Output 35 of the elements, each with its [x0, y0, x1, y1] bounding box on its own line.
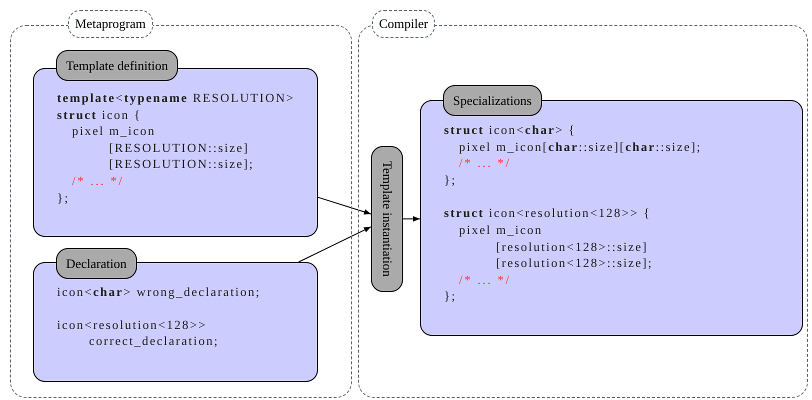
- code-line: struct icon<resolution<128>> {: [444, 205, 651, 222]
- process-label: Template instantiation: [378, 161, 396, 277]
- code-line: [RESOLUTION::size]: [109, 140, 250, 156]
- code-panel: [420, 85, 803, 336]
- code-line: pixel m_icon: [72, 123, 156, 140]
- process-box: [371, 146, 403, 292]
- code-line: pixel m_icon[char::size][char::size];: [459, 138, 702, 156]
- code-line: correct_declaration;: [89, 333, 219, 350]
- code-comment: /* ... */: [459, 272, 511, 288]
- panel-title: Declaration: [56, 248, 137, 279]
- code-line: struct icon<char> {: [444, 122, 576, 139]
- code-line: template<typename RESOLUTION>: [57, 90, 295, 107]
- code-panel: [33, 248, 318, 382]
- code-line: struct icon {: [57, 106, 142, 124]
- panel-title: Specializations: [443, 85, 542, 116]
- code-line: };: [57, 190, 70, 206]
- panel-title: Template definition: [56, 50, 178, 81]
- code-line: icon<resolution<128>>: [57, 316, 207, 334]
- arrow: [402, 216, 420, 222]
- code-line: [resolution<128>::size];: [496, 255, 654, 272]
- code-line: };: [444, 288, 456, 305]
- code-comment: /* ... */: [72, 172, 124, 190]
- group-label: Metaprogram: [68, 10, 153, 38]
- arrow: [298, 226, 372, 262]
- code-line: [RESOLUTION::size];: [109, 156, 254, 173]
- code-line: };: [444, 172, 456, 188]
- code-line: icon<char> wrong_declaration;: [57, 284, 261, 301]
- code-line: [resolution<128>::size]: [496, 238, 648, 256]
- code-comment: /* ... */: [459, 155, 511, 172]
- dashed-group-frame: [358, 10, 808, 398]
- arrow: [318, 196, 372, 215]
- dashed-group-frame: [10, 10, 352, 398]
- code-panel: [33, 50, 318, 237]
- group-label: Compiler: [372, 10, 436, 38]
- code-line: pixel m_icon: [459, 222, 543, 239]
